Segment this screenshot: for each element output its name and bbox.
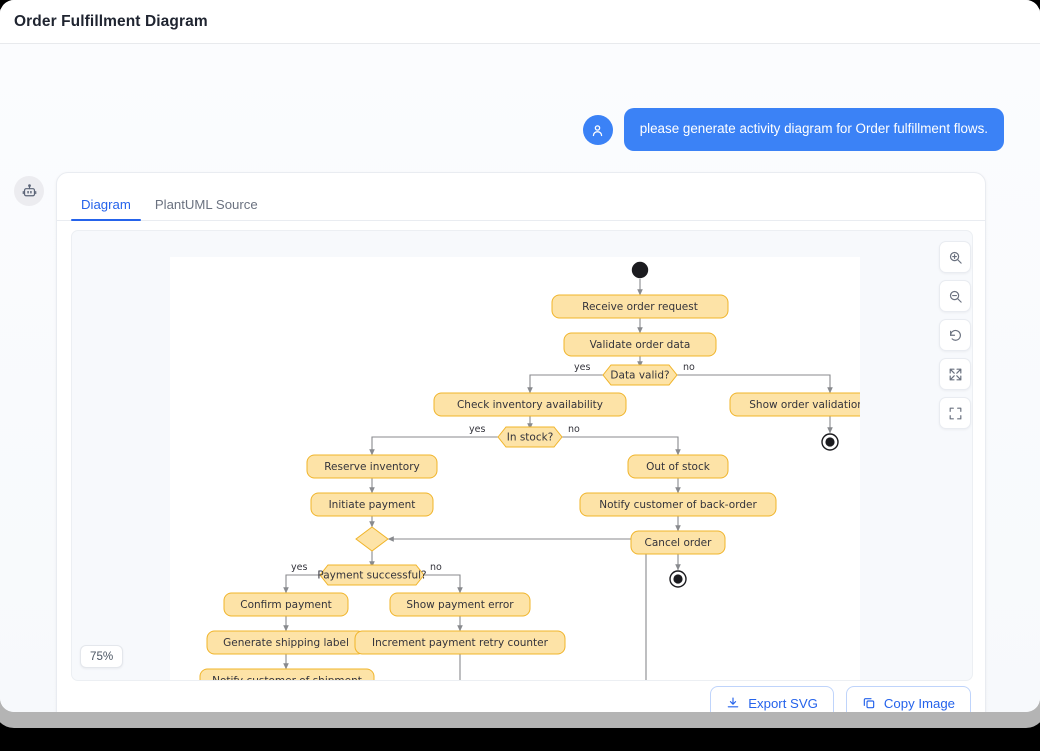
copy-image-label: Copy Image: [883, 695, 955, 711]
start-node: [631, 261, 649, 279]
reset-button[interactable]: [939, 319, 971, 351]
export-svg-button[interactable]: Export SVG: [710, 686, 834, 712]
download-icon: [728, 697, 739, 708]
edge-label: yes: [469, 424, 485, 435]
titlebar: Order Fulfillment Diagram: [0, 0, 1040, 44]
fit-screen-icon: [949, 368, 961, 380]
tab-diagram[interactable]: Diagram: [71, 193, 141, 221]
copy-image-button[interactable]: Copy Image: [845, 686, 971, 712]
node-text: Notify customer of shipment: [212, 675, 362, 681]
node-text: Confirm payment: [240, 599, 332, 611]
activity-diagram-svg: Receive order request Validate order dat…: [199, 261, 860, 681]
zoom-in-icon: [949, 251, 962, 264]
node-text: Payment successful?: [317, 569, 426, 581]
node-text: Data valid?: [610, 369, 669, 381]
diagram-viewport[interactable]: Receive order request Validate order dat…: [71, 230, 973, 681]
fit-screen-button[interactable]: [939, 358, 971, 390]
node-text: In stock?: [507, 431, 554, 443]
edge-label: no: [568, 424, 580, 435]
node-text: Check inventory availability: [457, 399, 603, 411]
tab-plantuml-source[interactable]: PlantUML Source: [145, 193, 268, 220]
zoom-out-button[interactable]: [939, 280, 971, 312]
edge-label: no: [430, 562, 442, 573]
bot-avatar: [14, 176, 44, 206]
robot-icon: [22, 183, 36, 196]
edge-label: no: [683, 362, 695, 373]
node-text: Show order validation error: [749, 399, 860, 411]
fullscreen-button[interactable]: [939, 397, 971, 429]
tab-bar: Diagram PlantUML Source: [57, 185, 985, 221]
zoom-in-button[interactable]: [939, 241, 971, 273]
fullscreen-icon: [949, 407, 961, 419]
card-actions: Export SVG Copy Image: [710, 686, 971, 712]
node-text: Generate shipping label: [223, 637, 349, 649]
node-text: Increment payment retry counter: [372, 637, 549, 649]
edge-label: yes: [291, 562, 307, 573]
node-text: Reserve inventory: [324, 461, 420, 473]
user-message-bubble: please generate activity diagram for Ord…: [623, 108, 1004, 151]
zoom-out-icon: [949, 290, 962, 303]
edge-label: yes: [574, 362, 590, 373]
user-avatar: [582, 115, 613, 145]
node-text: Initiate payment: [329, 499, 416, 511]
page-title: Order Fulfillment Diagram: [14, 12, 208, 30]
zoom-level-badge: 75%: [80, 645, 124, 668]
node-text: Validate order data: [590, 339, 691, 351]
diagram-canvas[interactable]: Receive order request Validate order dat…: [170, 257, 860, 681]
node-text: Notify customer of back-order: [599, 499, 757, 511]
diagram-card: Diagram PlantUML Source: [56, 172, 986, 712]
user-icon: [592, 124, 603, 136]
diagram-toolbar: [939, 241, 971, 429]
user-message-row: please generate activity diagram for Ord…: [582, 108, 1004, 151]
export-svg-label: Export SVG: [748, 695, 818, 711]
reset-icon: [949, 329, 961, 341]
node-text: Show payment error: [406, 599, 514, 611]
node-text: Cancel order: [645, 537, 713, 549]
app-window: Order Fulfillment Diagram please generat…: [0, 0, 1040, 712]
node-text: Out of stock: [646, 461, 711, 473]
copy-icon: [863, 698, 875, 709]
node-text: Receive order request: [582, 301, 698, 313]
chat-area: please generate activity diagram for Ord…: [0, 44, 1040, 712]
